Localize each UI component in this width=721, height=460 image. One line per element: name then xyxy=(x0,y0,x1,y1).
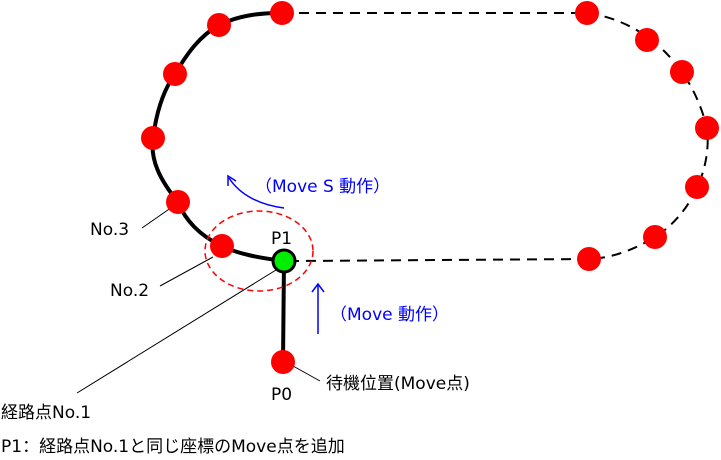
waypoint xyxy=(695,116,719,140)
label-waypoint1: 経路点No.1 xyxy=(1,403,91,423)
highlight-ellipse xyxy=(204,210,314,292)
leader-no2 xyxy=(159,256,214,287)
waypoint xyxy=(270,1,294,25)
waypoint xyxy=(635,28,659,52)
waypoints xyxy=(141,1,719,374)
waypoint xyxy=(141,126,165,150)
waypoint xyxy=(575,1,599,25)
move-arrowhead xyxy=(311,282,325,293)
waypoint xyxy=(207,13,231,37)
waypoint xyxy=(685,175,709,199)
leader-waypoint1 xyxy=(76,269,277,394)
label-no3: No.3 xyxy=(90,220,129,240)
label-p1: P1 xyxy=(271,229,292,249)
point-p1 xyxy=(271,248,297,274)
label-move: （Move 動作） xyxy=(330,305,449,325)
waypoint-no2 xyxy=(210,234,234,258)
waypoint xyxy=(643,225,667,249)
move-s-arrowhead xyxy=(227,174,237,186)
waypoint-no3 xyxy=(166,190,190,214)
label-move-s: （Move S 動作） xyxy=(255,177,390,197)
waypoint xyxy=(577,247,601,271)
waypoint xyxy=(670,60,694,84)
waypoint xyxy=(163,62,187,86)
label-p0: P0 xyxy=(271,385,292,405)
waypoint-p0 xyxy=(271,350,295,374)
label-no2: No.2 xyxy=(110,281,149,301)
caption: P1：経路点No.1と同じ座標のMove点を追加 xyxy=(1,437,345,457)
move-s-arrow xyxy=(228,177,285,209)
label-standby: 待機位置(Move点) xyxy=(326,374,470,394)
leader-standby xyxy=(292,365,321,382)
